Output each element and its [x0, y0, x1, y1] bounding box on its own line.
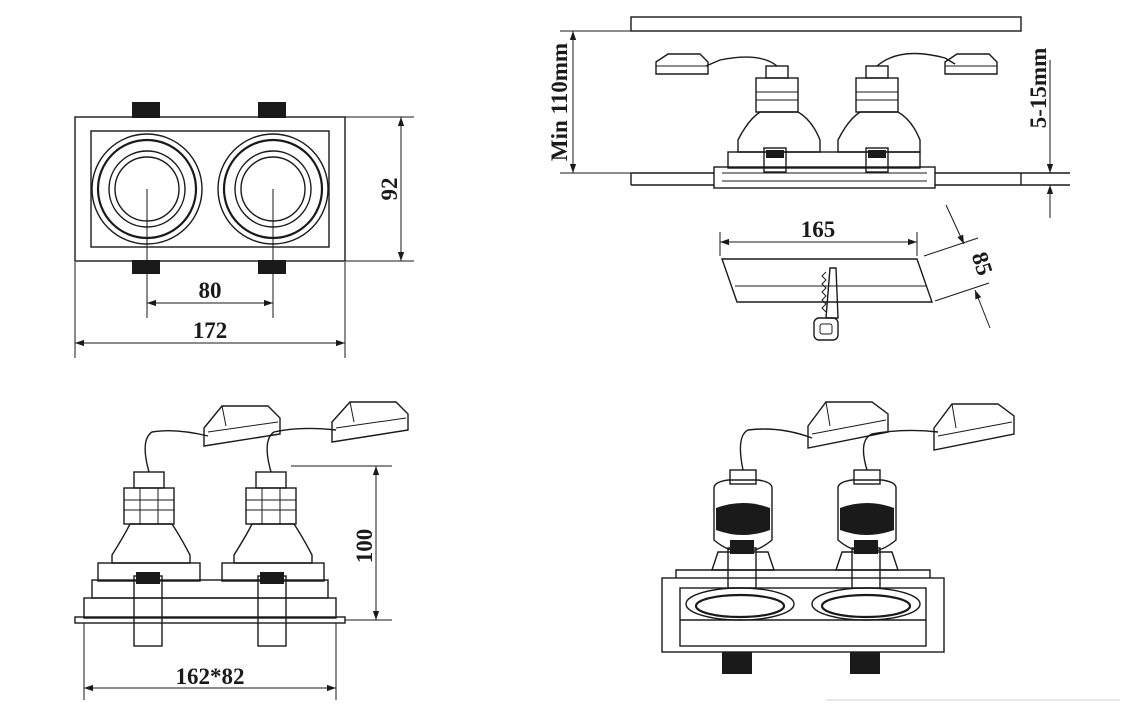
- dimension-172: 172: [193, 318, 228, 343]
- lamp-left: [111, 471, 191, 647]
- dimension-100: 100: [352, 529, 377, 564]
- dimension-165: 165: [801, 217, 836, 242]
- outer-frame: [74, 116, 346, 262]
- dimension-line-85-bottom: [974, 289, 991, 329]
- saw-icon: [813, 267, 839, 341]
- dimension-80: 80: [199, 278, 222, 303]
- terminal-block-left: [807, 401, 889, 449]
- terminal-block-right: [331, 401, 409, 443]
- lamp-right: [233, 471, 313, 647]
- side-elevation-view: 100 162*82: [74, 401, 409, 700]
- spring-clip-bottom-left: [132, 260, 160, 274]
- spring-clip-bottom-right: [258, 260, 286, 274]
- fixture-base: [713, 166, 936, 189]
- dimension-92: 92: [377, 178, 402, 201]
- dimension-85: 85: [967, 249, 998, 279]
- spring-clip-right: [257, 575, 287, 647]
- cutout-view: 165 85: [719, 204, 998, 341]
- spring-clip-left: [133, 575, 163, 647]
- housing-body: [83, 597, 337, 619]
- lamp-right: [837, 65, 921, 173]
- lamp-left: [711, 469, 775, 589]
- spring-clip-top-left: [132, 102, 160, 118]
- perspective-trim-frame: [661, 577, 945, 653]
- dimension-5-15mm: 5-15mm: [1026, 48, 1051, 128]
- spring-clip-front-right: [850, 652, 880, 674]
- dimension-min-110mm: Min 110mm: [547, 43, 572, 161]
- terminal-block-left: [655, 53, 709, 75]
- spring-clip-top-right: [258, 102, 286, 118]
- inner-frame: [90, 130, 330, 248]
- perspective-view: [661, 401, 1015, 674]
- terminal-block-right: [944, 53, 998, 75]
- dimension-line-85-top: [945, 204, 965, 245]
- dimension-162x82: 162*82: [176, 664, 245, 689]
- spring-clip-front-left: [722, 652, 752, 674]
- lamp-left: [737, 65, 821, 173]
- terminal-block-left: [203, 405, 281, 447]
- top-view: 80 172 92: [74, 102, 414, 358]
- terminal-block-right: [933, 403, 1015, 451]
- lamp-right: [835, 469, 899, 589]
- installation-view: Min 110mm: [547, 16, 1070, 218]
- ceiling-slab: [630, 16, 1022, 32]
- ceiling-panel: [721, 258, 933, 303]
